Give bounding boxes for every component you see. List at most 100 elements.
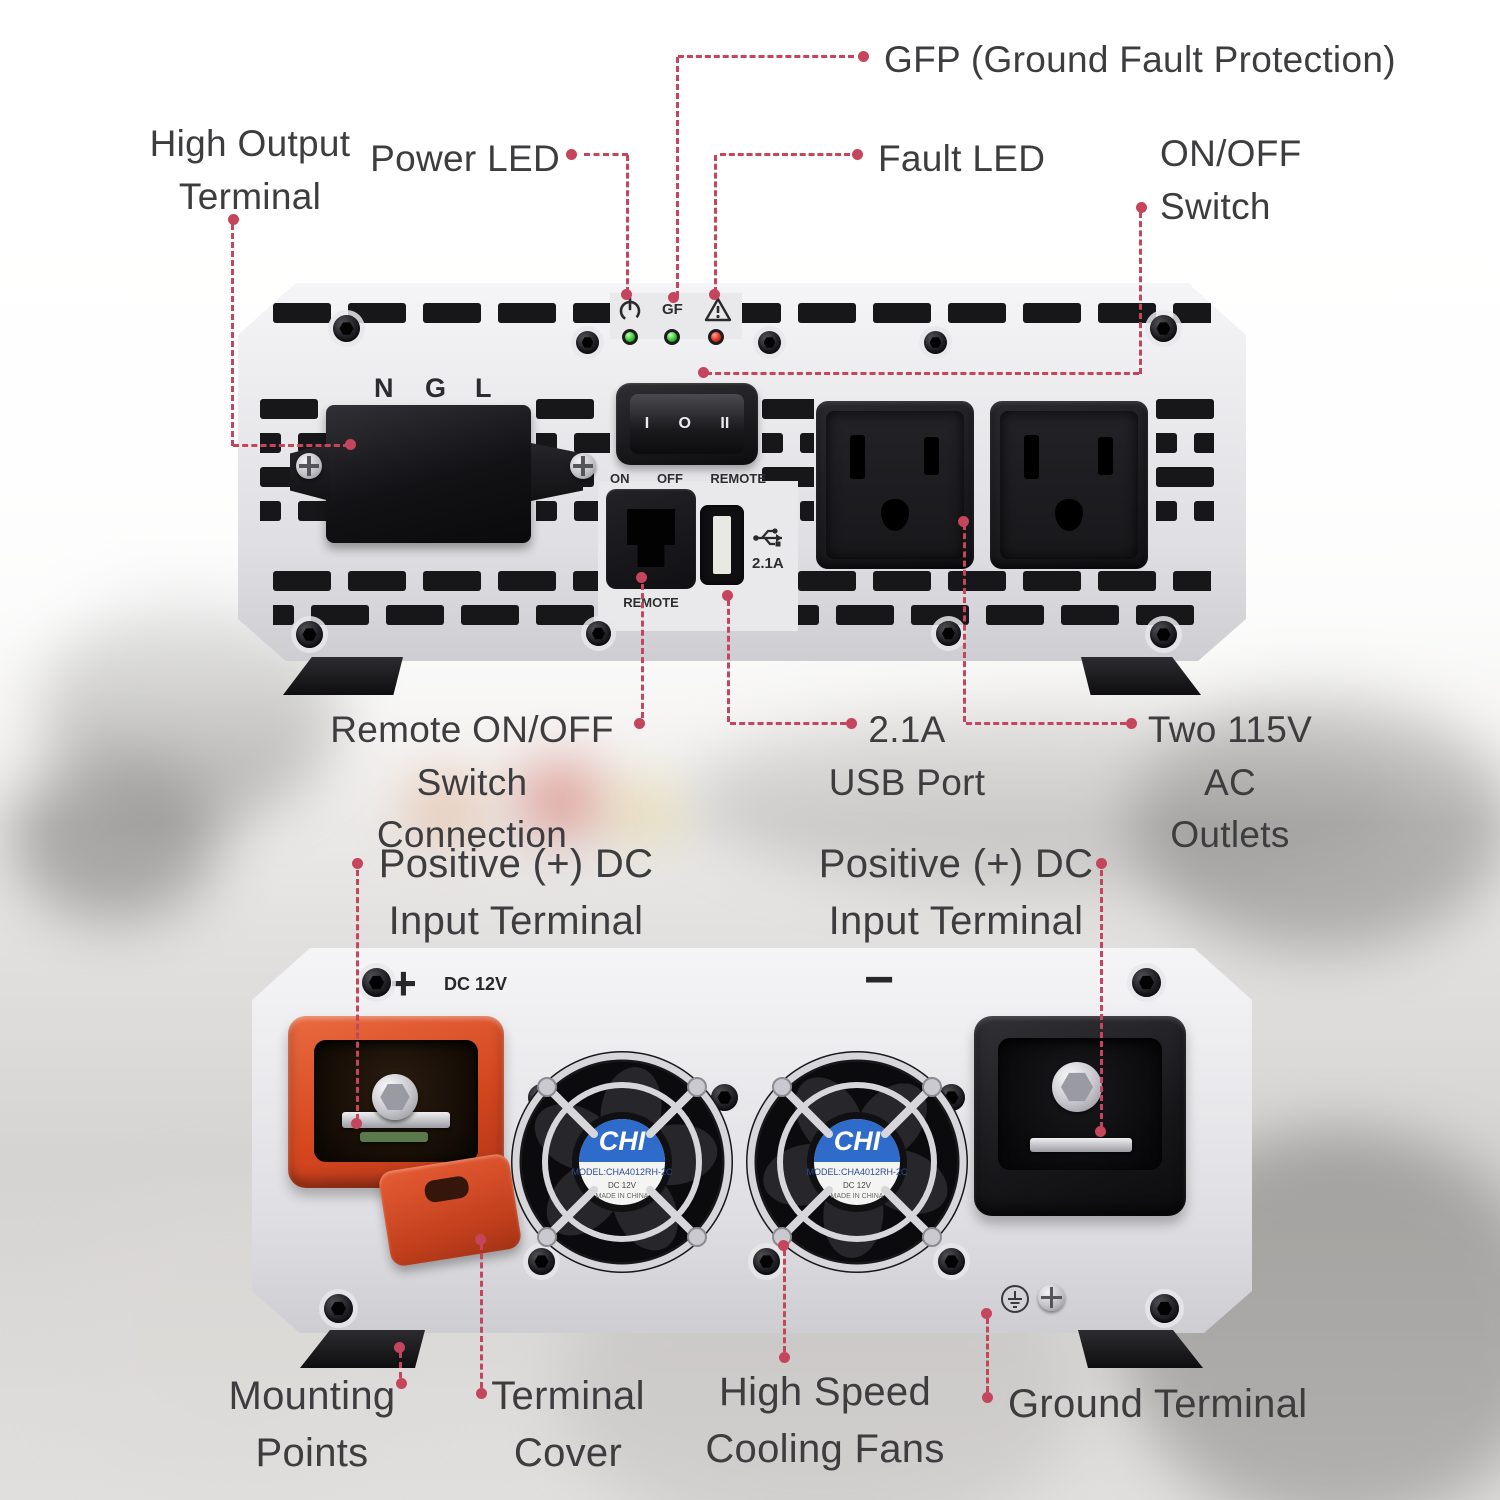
vent-row [1156,399,1214,419]
callout-dot [778,1240,789,1251]
screw [296,621,323,648]
ac-outlet-1[interactable] [816,401,974,569]
ground-terminal-screw[interactable] [1038,1284,1065,1311]
callout-dot [982,1392,993,1403]
screw [938,1248,965,1275]
callout-label: ON/OFF Switch [1160,133,1302,227]
vent-slot [948,571,1006,591]
screw [362,968,391,997]
usb-current-label: 2.1A [752,555,784,572]
callout-label: Mounting Points [228,1374,396,1475]
mounting-foot [1081,657,1201,695]
terminal-screw [570,453,596,479]
callout-dot [394,1342,405,1353]
terminal-letter-l: L [475,373,492,403]
screw [758,331,781,354]
callout-line [676,57,679,297]
callout-dot [709,289,720,300]
callout-line [720,153,850,156]
screw [324,1294,353,1323]
vent-slot [461,605,519,625]
screw [1132,968,1161,997]
vent-slot [1173,303,1211,323]
vent-slot [1136,605,1194,625]
vent-row [762,433,814,453]
cooling-fan-2: CHI MODEL:CHA4012RH-2C DC 12V MADE IN CH… [742,1047,972,1277]
remote-port[interactable] [606,489,696,589]
switch-position-labels: ON OFF REMOTE [610,471,766,486]
terminal-letter-n: N [374,373,394,403]
callout-line [706,372,1139,375]
terminal-cover-flap[interactable] [377,1152,522,1267]
switch-label-on: ON [610,471,630,486]
vent-slot [298,501,334,521]
vent-grille [1156,399,1214,535]
ac-outlet-2[interactable] [990,401,1148,569]
vent-grille [273,303,1211,325]
outlet-slot [850,435,865,479]
vent-slot [1156,399,1214,419]
rocker[interactable]: I O II [630,394,744,454]
fault-led [708,329,724,345]
negative-mark: − [864,951,895,1009]
fan-brand: CHI [599,1126,646,1156]
callout-dot [858,51,869,62]
vent-row [762,399,814,419]
flap-hole [423,1175,470,1204]
callout-dot [476,1388,487,1399]
callout-dot [228,214,239,225]
terminal-plate [1030,1138,1132,1152]
callout-label: Power LED [370,138,560,179]
fan-rating: DC 12V [843,1181,872,1190]
callout-label: GFP (Ground Fault Protection) [884,39,1396,80]
vent-slot [762,399,814,419]
positive-dc-terminal[interactable] [288,1016,504,1188]
callout-line [641,584,644,718]
callout-line [231,224,234,446]
vent-slot [423,571,481,591]
vent-slot [273,571,331,591]
vent-slot [798,303,856,323]
on-off-switch[interactable]: I O II [616,383,758,465]
screw [333,315,360,342]
vent-slot [536,501,557,521]
inverter-front-view: GF N G L I O II [238,283,1246,703]
callout-line [730,722,846,725]
vent-slot [1023,571,1081,591]
mounting-foot [283,657,403,695]
usb-port[interactable] [700,505,744,585]
vent-slot [348,571,406,591]
gfp-fault-led-green [664,329,680,345]
mounting-foot [300,1330,425,1368]
terminal-plate [342,1112,450,1128]
switch-label-off: OFF [656,471,683,486]
front-panel: GF N G L I O II [238,283,1246,661]
vent-slot [1023,303,1081,323]
terminal-bolt [372,1074,418,1120]
positive-mark: + [390,957,417,1009]
callout-label: Positive (+) DC Input Terminal [818,842,1094,943]
vent-slot [873,303,931,323]
vent-row [536,399,610,419]
callout-dot [396,1378,407,1389]
outlet-slot [1024,435,1039,479]
callout-dot [475,1234,486,1245]
callout-dot [846,718,857,729]
outlet-face [826,411,964,559]
screw [528,1248,555,1275]
callout-dot [1136,202,1147,213]
rocker-mark-remote: II [720,415,730,432]
switch-label-remote: REMOTE [710,471,766,486]
callout-line [1139,212,1142,374]
callout-dot [1095,1126,1106,1137]
callout-line [356,870,359,1120]
vent-slot [1173,571,1211,591]
callout-dot [1126,718,1137,729]
vent-slot [260,501,281,521]
vent-slot [260,399,318,419]
remote-port-label: REMOTE [623,595,679,610]
callout-label: High Speed Cooling Fans [705,1370,945,1471]
callout-line [399,1352,402,1378]
negative-dc-terminal[interactable] [974,1016,1186,1216]
callout-line [1100,870,1103,1128]
